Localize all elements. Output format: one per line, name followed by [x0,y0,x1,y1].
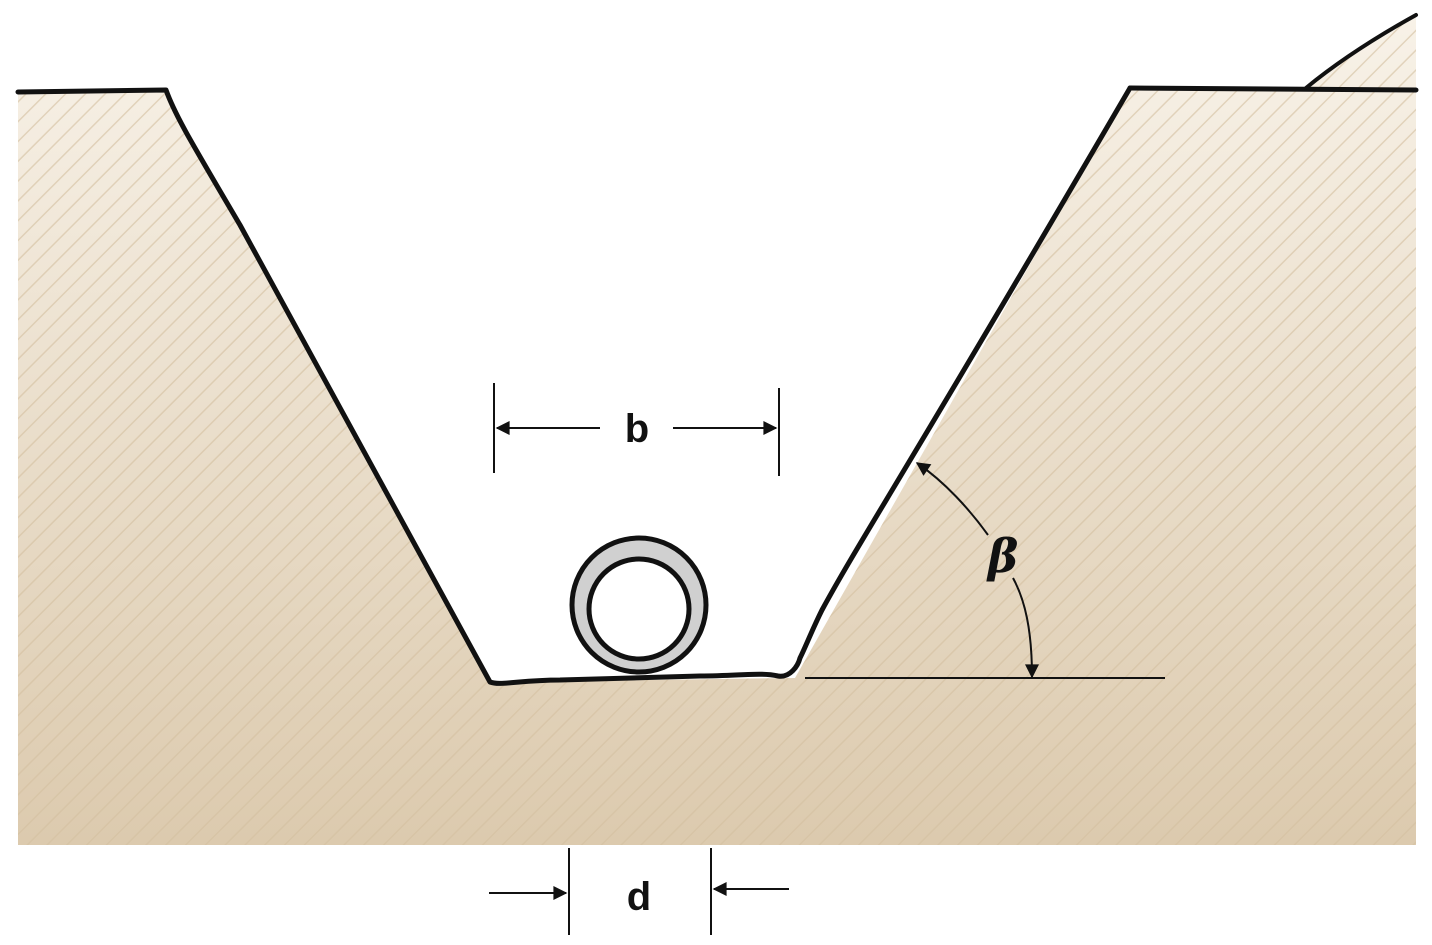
trench-outline [15,85,1133,686]
soil-ground [18,15,1416,845]
label-b: b [625,407,649,451]
angle-beta: β [805,462,1165,679]
ground-surface-right [1127,85,1419,93]
dimension-d: d [489,848,789,935]
label-beta: β [986,529,1019,583]
pipe-cross-section [569,535,709,675]
label-d: d [627,875,651,919]
mound-outline [1304,13,1418,90]
dimension-b: b [493,383,780,476]
